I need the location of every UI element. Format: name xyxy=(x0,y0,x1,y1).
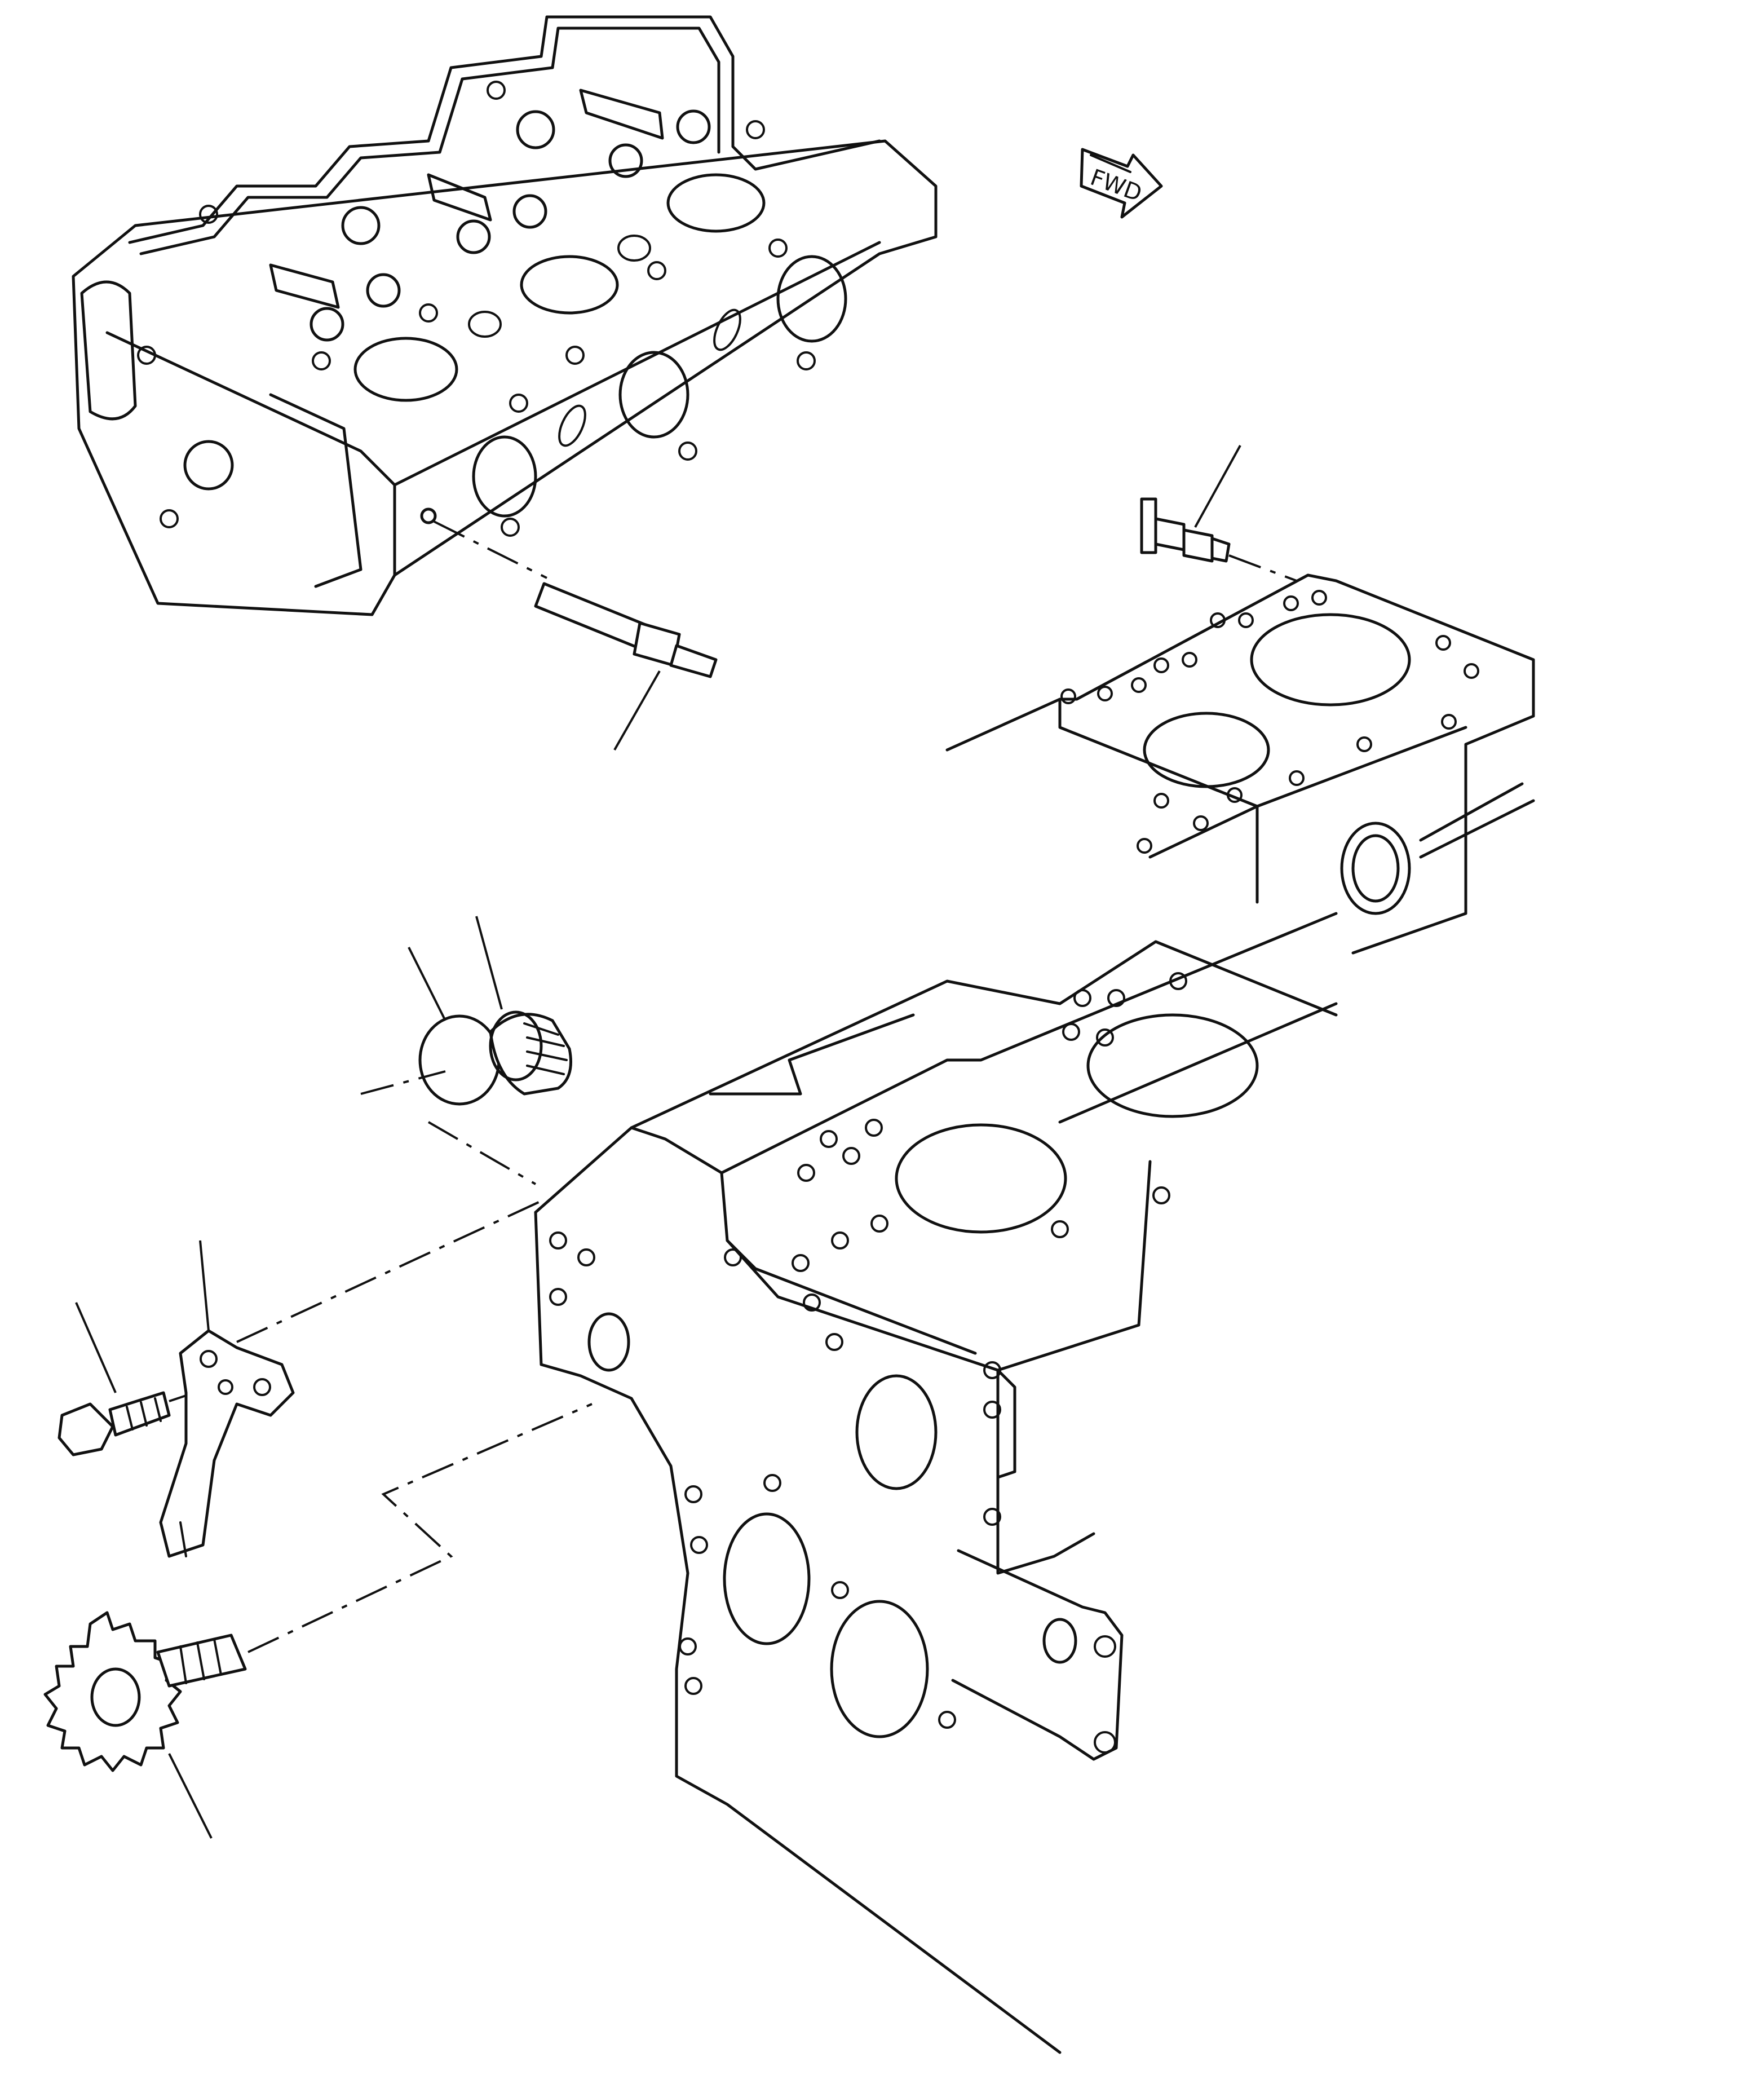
lever-bracket-icon xyxy=(159,1200,542,1558)
sender-switch-icon xyxy=(1140,445,1297,582)
assembly-leader-line xyxy=(360,1070,537,1185)
bolt-icon xyxy=(58,1302,187,1456)
plug-cap-icon xyxy=(408,947,501,1106)
sensor-icon xyxy=(434,520,718,750)
gear-icon xyxy=(43,1403,593,1839)
cylinder-block-icon xyxy=(945,573,1535,955)
fwd-orientation-badge: FWD xyxy=(1080,148,1163,219)
cylinder-head-icon xyxy=(72,15,938,616)
crankcase-icon xyxy=(534,912,1338,2054)
bushing-icon xyxy=(475,916,572,1096)
